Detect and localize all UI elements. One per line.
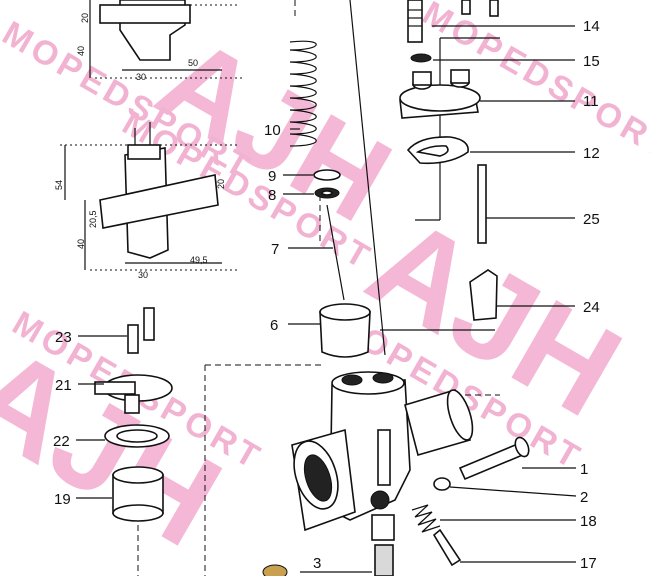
dimension-drawing-middle: 54 20,5 40 20 30 49,5 [54,122,240,280]
label-part-8: 8 [268,187,276,204]
assembly-lines [137,0,500,576]
label-part-23: 23 [55,329,72,346]
label-part-12: 12 [583,145,600,162]
dim-label-30-mid: 30 [138,270,148,280]
washer-part-2 [433,477,451,491]
label-part-22: 22 [53,433,70,450]
screw-part-14 [407,0,423,43]
spring-part-10 [289,40,317,147]
screw-part-17 [432,528,462,567]
dim-label-40-mid: 40 [76,239,86,249]
dim-label-50-top: 50 [188,58,198,68]
slide-part-6 [319,303,371,358]
label-part-15: 15 [583,53,600,70]
label-part-14: 14 [583,18,600,35]
dim-label-20-top: 20 [80,13,90,23]
part-labels: 14 15 11 12 25 24 10 9 8 7 6 23 21 22 19… [53,18,600,572]
brass-jet [262,564,288,576]
leader-lines [76,25,577,563]
carb-top-cap-side [127,144,161,160]
needle-part-7 [326,204,345,301]
label-part-25: 25 [583,211,600,228]
label-part-18: 18 [580,513,597,530]
screw-part-23a [127,324,139,354]
label-part-24: 24 [583,299,600,316]
label-part-21: 21 [55,377,72,394]
label-part-6: 6 [270,317,278,334]
dim-label-20-5: 20,5 [88,210,98,228]
dim-label-20-mid: 20 [216,179,226,189]
carb-bore-top [99,4,191,24]
label-part-9: 9 [268,168,276,185]
label-part-7: 7 [271,241,279,258]
cover-part-21 [94,374,173,414]
screw-part-23b [143,307,155,341]
carb-bore-side [99,174,219,229]
dim-label-49-5: 49,5 [190,255,208,265]
screw-part-1 [458,436,530,481]
dim-label-30-top: 30 [136,72,146,82]
float-part-19 [112,466,164,522]
top-cap-part-11 [399,69,481,119]
label-part-1: 1 [580,461,588,478]
spring-part-18 [411,504,441,533]
clip-part-24 [469,269,498,321]
label-part-2: 2 [580,489,588,506]
dim-label-54: 54 [54,180,64,190]
dim-label-40-top: 40 [76,46,86,56]
clip-part-9 [313,169,341,181]
dimension-drawing-top: 40 20 30 50 [76,0,245,82]
rod-part-25 [477,164,487,244]
carburetor-body [291,371,474,541]
nut-part-15 [410,53,432,63]
label-part-10: 10 [264,122,281,139]
jet-part-3 [374,544,394,576]
label-part-19: 19 [54,491,71,508]
label-part-17: 17 [580,555,597,572]
label-part-11: 11 [583,93,599,110]
label-part-3: 3 [313,555,321,572]
